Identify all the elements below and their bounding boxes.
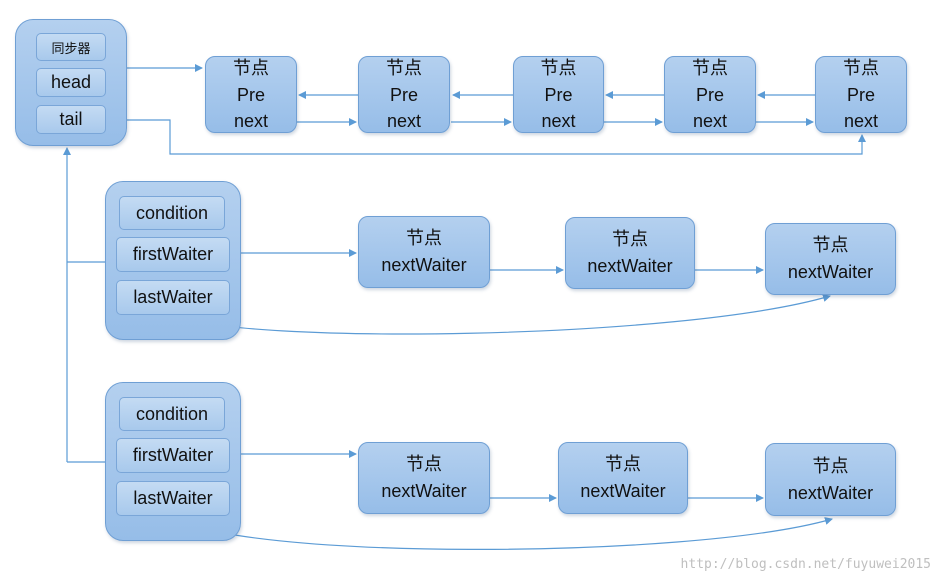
queue-node: 节点 Pre next (815, 56, 907, 133)
first-waiter-field: firstWaiter (116, 237, 230, 272)
node-pre: Pre (236, 84, 265, 105)
node-title: 节点 (812, 235, 849, 256)
first-waiter-field: firstWaiter (116, 438, 230, 473)
node-title: 节点 (605, 454, 641, 475)
condition-label: condition (119, 397, 225, 431)
last-waiter-arrow (171, 515, 833, 550)
waiter-node: 节点 nextWaiter (765, 443, 896, 516)
node-next-waiter: nextWaiter (381, 255, 467, 275)
queue-node: 节点 Pre next (513, 56, 604, 133)
tail-arrow (107, 119, 866, 155)
node-title: 节点 (843, 57, 879, 79)
last-waiter-field: lastWaiter (116, 481, 230, 516)
node-title: 节点 (812, 455, 849, 477)
node-next: next (541, 110, 576, 131)
condition-label: condition (119, 196, 225, 230)
node-next: next (386, 110, 422, 131)
node-title: 节点 (540, 57, 577, 79)
node-title: 节点 (692, 57, 728, 79)
node-title: 节点 (612, 229, 648, 250)
node-next-waiter: nextWaiter (580, 481, 666, 501)
queue-node: 节点 Pre next (664, 56, 756, 133)
last-waiter-arrow (171, 294, 831, 335)
node-title: 节点 (233, 57, 269, 79)
node-title: 节点 (406, 454, 442, 475)
node-next: next (692, 110, 728, 131)
node-title: 节点 (386, 57, 422, 79)
node-next-waiter: nextWaiter (787, 262, 874, 282)
last-waiter-field: lastWaiter (116, 280, 230, 315)
node-pre: Pre (846, 84, 875, 105)
node-title: 节点 (406, 228, 442, 249)
waiter-node: 节点 nextWaiter (358, 442, 490, 514)
watermark: http://blog.csdn.net/fuyuwei2015 (680, 557, 931, 572)
waiter-node: 节点 nextWaiter (565, 217, 695, 289)
queue-node: 节点 Pre next (358, 56, 450, 133)
node-pre: Pre (695, 84, 724, 105)
waiter-node: 节点 nextWaiter (765, 223, 896, 295)
waiter-node: 节点 nextWaiter (358, 216, 490, 288)
synchronizer-box: 同步器 head tail (15, 19, 127, 146)
node-pre: Pre (544, 84, 573, 105)
tail-field: tail (36, 105, 106, 134)
head-field: head (36, 68, 106, 97)
node-next-waiter: nextWaiter (381, 481, 467, 501)
synchronizer-label: 同步器 (36, 33, 106, 61)
node-next: next (843, 110, 879, 131)
condition-box: condition firstWaiter lastWaiter (105, 382, 241, 541)
node-next-waiter: nextWaiter (787, 482, 874, 503)
node-next: next (233, 110, 269, 131)
waiter-node: 节点 nextWaiter (558, 442, 688, 514)
node-next-waiter: nextWaiter (587, 256, 673, 276)
condition-box: condition firstWaiter lastWaiter (105, 181, 241, 340)
node-pre: Pre (389, 84, 418, 105)
queue-node: 节点 Pre next (205, 56, 297, 133)
